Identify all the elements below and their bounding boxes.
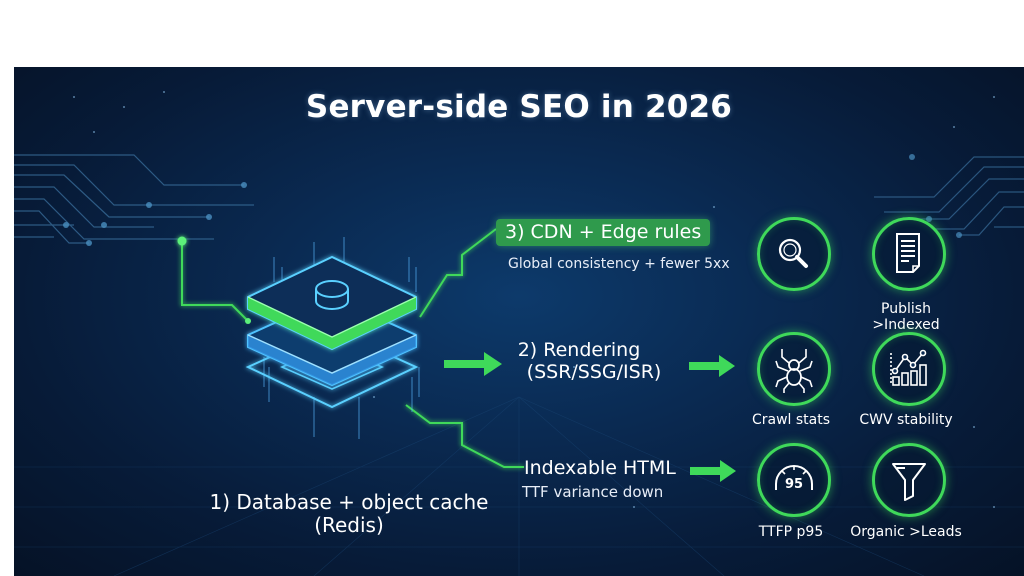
- gauge-icon: 95: [775, 465, 813, 492]
- outcome-label-cwv: CWV stability: [859, 412, 953, 428]
- outcome-label-ttfp: TTFP p95: [758, 524, 824, 540]
- indexable-html-title: Indexable HTML: [524, 457, 676, 479]
- cdn-subtitle: Global consistency + fewer 5xx: [508, 256, 730, 272]
- cdn-edge-rules-badge: 3) CDN + Edge rules: [496, 219, 711, 246]
- outcome-ttfp-p95: 95: [757, 443, 831, 517]
- circuit-background: [14, 91, 1024, 576]
- outcome-search: [757, 217, 831, 291]
- outcome-label-organic: Organic >Leads: [850, 524, 962, 540]
- document-icon: [896, 233, 920, 273]
- rendering-title: 2) Rendering: [517, 339, 641, 361]
- outcome-cwv-stability: [872, 332, 946, 406]
- chart-icon: [890, 349, 927, 386]
- outcome-crawl-stats: [757, 332, 831, 406]
- funnel-icon: [892, 463, 926, 501]
- svg-text:95: 95: [785, 477, 803, 492]
- indexable-html-subtitle: TTF variance down: [522, 483, 664, 501]
- outcome-publish-indexed: [872, 217, 946, 291]
- outcome-label-publish: Publish >Indexed: [872, 301, 940, 333]
- rendering-subtitle: (SSR/SSG/ISR): [526, 361, 662, 383]
- page-title: Server-side SEO in 2026: [305, 89, 733, 125]
- spider-icon: [775, 349, 813, 393]
- stack-top-layer: [247, 255, 417, 351]
- database-subtitle: (Redis): [314, 513, 384, 537]
- infographic-panel: Server-side SEO in 2026 3) CDN + Edge ru…: [14, 67, 1024, 576]
- search-icon: [778, 238, 808, 268]
- arrow-right-icon: [444, 352, 502, 376]
- arrow-right-icon: [690, 460, 736, 482]
- database-title: 1) Database + object cache: [209, 490, 489, 514]
- outcome-organic-leads: [872, 443, 946, 517]
- arrow-right-icon: [689, 355, 735, 377]
- outcome-label-crawl: Crawl stats: [751, 412, 831, 428]
